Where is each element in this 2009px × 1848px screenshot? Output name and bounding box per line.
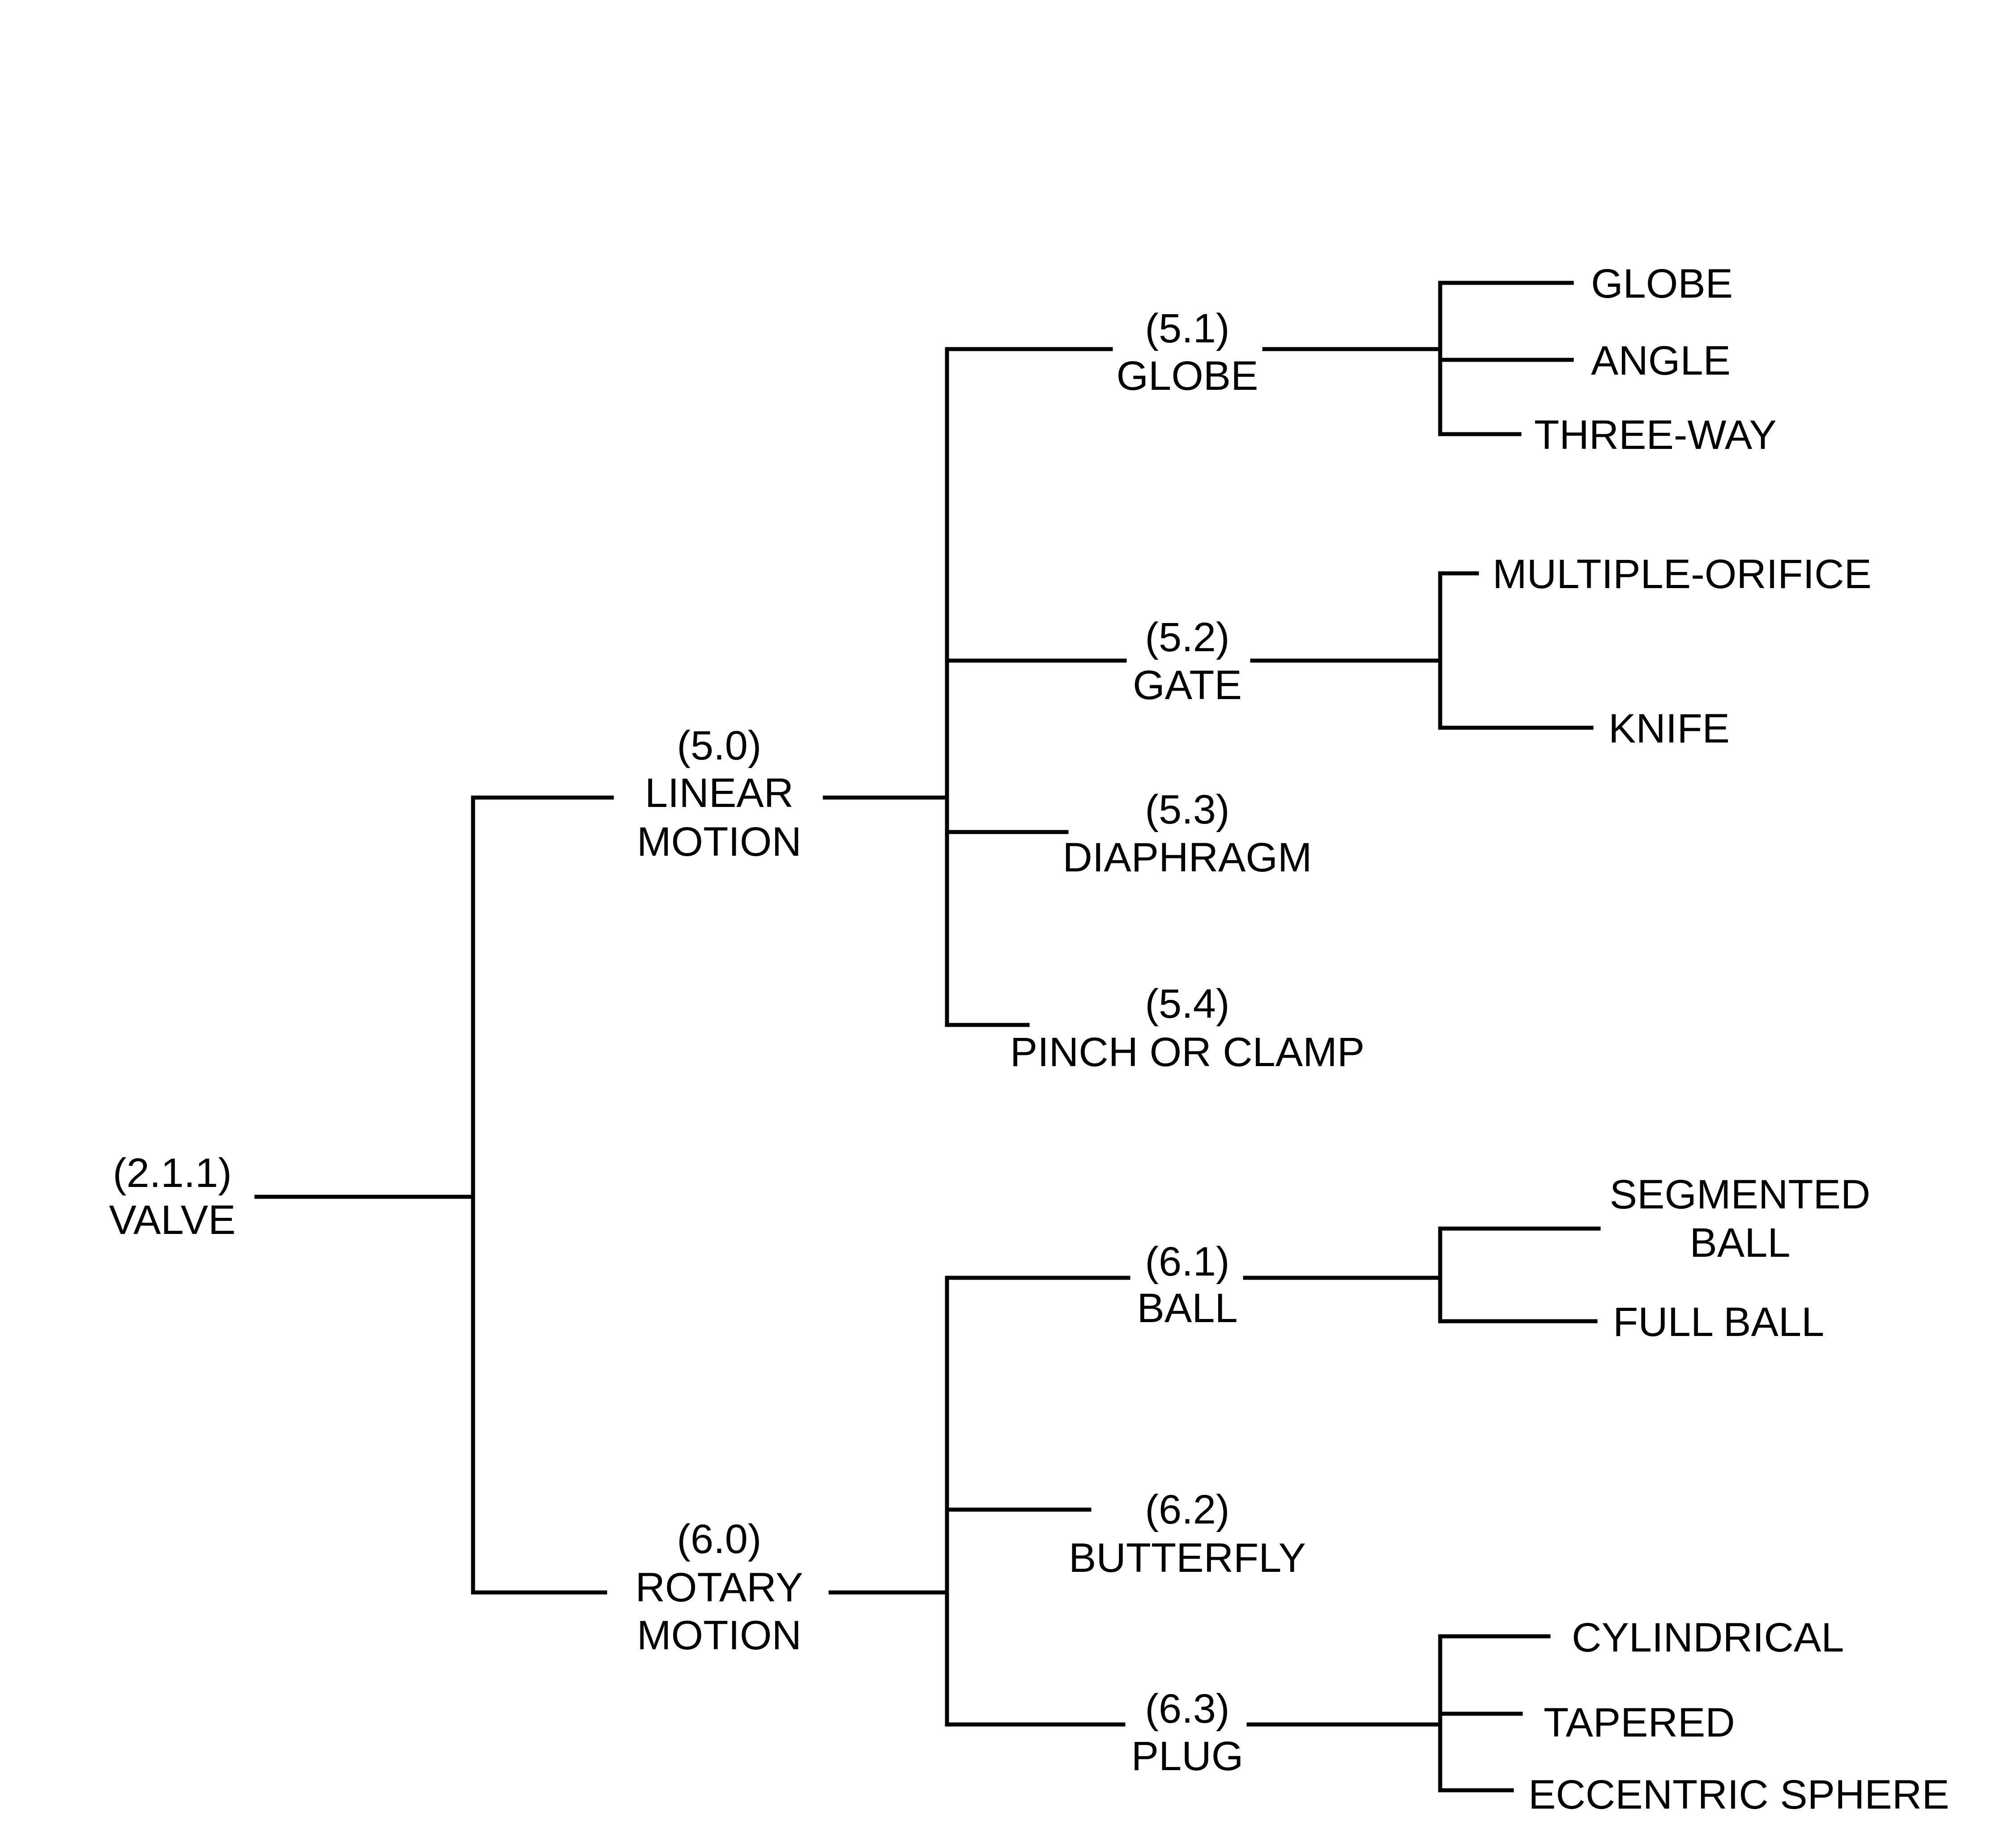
node-diaphragm-code: (5.3) xyxy=(1145,787,1229,832)
node-globe: (5.1) GLOBE xyxy=(1116,306,1258,399)
node-ball-name: BALL xyxy=(1137,1285,1237,1331)
node-valve-code: (2.1.1) xyxy=(113,1150,232,1196)
node-linear-motion-name-line2: MOTION xyxy=(637,819,802,865)
node-rotary-motion: (6.0) ROTARY MOTION xyxy=(636,1516,803,1658)
node-butterfly-code: (6.2) xyxy=(1145,1487,1229,1532)
node-plug-name: PLUG xyxy=(1131,1733,1244,1779)
node-linear-motion: (5.0) LINEAR MOTION xyxy=(637,723,802,865)
leaves-plug: CYLINDRICAL TAPERED ECCENTRIC SPHERE xyxy=(1528,1615,1949,1818)
node-linear-motion-name-line1: LINEAR xyxy=(645,770,793,816)
leaves-ball: SEGMENTED BALL FULL BALL xyxy=(1610,1172,1871,1345)
node-rotary-motion-name-line1: ROTARY xyxy=(636,1565,803,1610)
node-valve-name: VALVE xyxy=(109,1197,236,1243)
node-diaphragm-name: DIAPHRAGM xyxy=(1062,835,1312,880)
leaf-cylindrical: CYLINDRICAL xyxy=(1572,1615,1844,1660)
node-globe-code: (5.1) xyxy=(1145,306,1229,351)
leaf-eccentric-sphere: ECCENTRIC SPHERE xyxy=(1528,1772,1949,1818)
leaf-knife: KNIFE xyxy=(1608,706,1730,751)
leaf-angle: ANGLE xyxy=(1591,338,1731,384)
leaf-three-way: THREE-WAY xyxy=(1534,412,1777,458)
node-gate-name: GATE xyxy=(1133,662,1242,708)
node-pinch-name: PINCH OR CLAMP xyxy=(1010,1029,1365,1075)
node-butterfly: (6.2) BUTTERFLY xyxy=(1069,1487,1306,1581)
node-valve: (2.1.1) VALVE xyxy=(109,1150,236,1243)
node-rotary-motion-code: (6.0) xyxy=(677,1516,761,1562)
node-plug-code: (6.3) xyxy=(1145,1686,1229,1732)
tree-connectors xyxy=(254,281,1601,1793)
node-ball: (6.1) BALL xyxy=(1137,1239,1237,1331)
node-ball-code: (6.1) xyxy=(1145,1239,1229,1285)
leaf-globe: GLOBE xyxy=(1591,261,1733,307)
leaves-globe: GLOBE ANGLE THREE-WAY xyxy=(1534,261,1777,458)
node-diaphragm: (5.3) DIAPHRAGM xyxy=(1062,787,1312,880)
leaf-segmented-ball-line1: SEGMENTED xyxy=(1610,1172,1871,1217)
node-gate: (5.2) GATE xyxy=(1133,615,1242,708)
node-gate-code: (5.2) xyxy=(1145,615,1229,660)
node-globe-name: GLOBE xyxy=(1116,353,1258,399)
leaf-multiple-orifice: MULTIPLE-ORIFICE xyxy=(1493,551,1872,597)
leaf-segmented-ball-line2: BALL xyxy=(1689,1220,1790,1266)
node-pinch-or-clamp: (5.4) PINCH OR CLAMP xyxy=(1010,981,1365,1075)
node-pinch-code: (5.4) xyxy=(1145,981,1229,1027)
node-plug: (6.3) PLUG xyxy=(1131,1686,1244,1779)
node-butterfly-name: BUTTERFLY xyxy=(1069,1535,1306,1581)
node-rotary-motion-name-line2: MOTION xyxy=(637,1613,802,1658)
leaf-full-ball: FULL BALL xyxy=(1613,1299,1824,1345)
leaf-tapered: TAPERED xyxy=(1544,1700,1735,1746)
node-linear-motion-code: (5.0) xyxy=(677,723,761,768)
leaves-gate: MULTIPLE-ORIFICE KNIFE xyxy=(1493,551,1872,751)
